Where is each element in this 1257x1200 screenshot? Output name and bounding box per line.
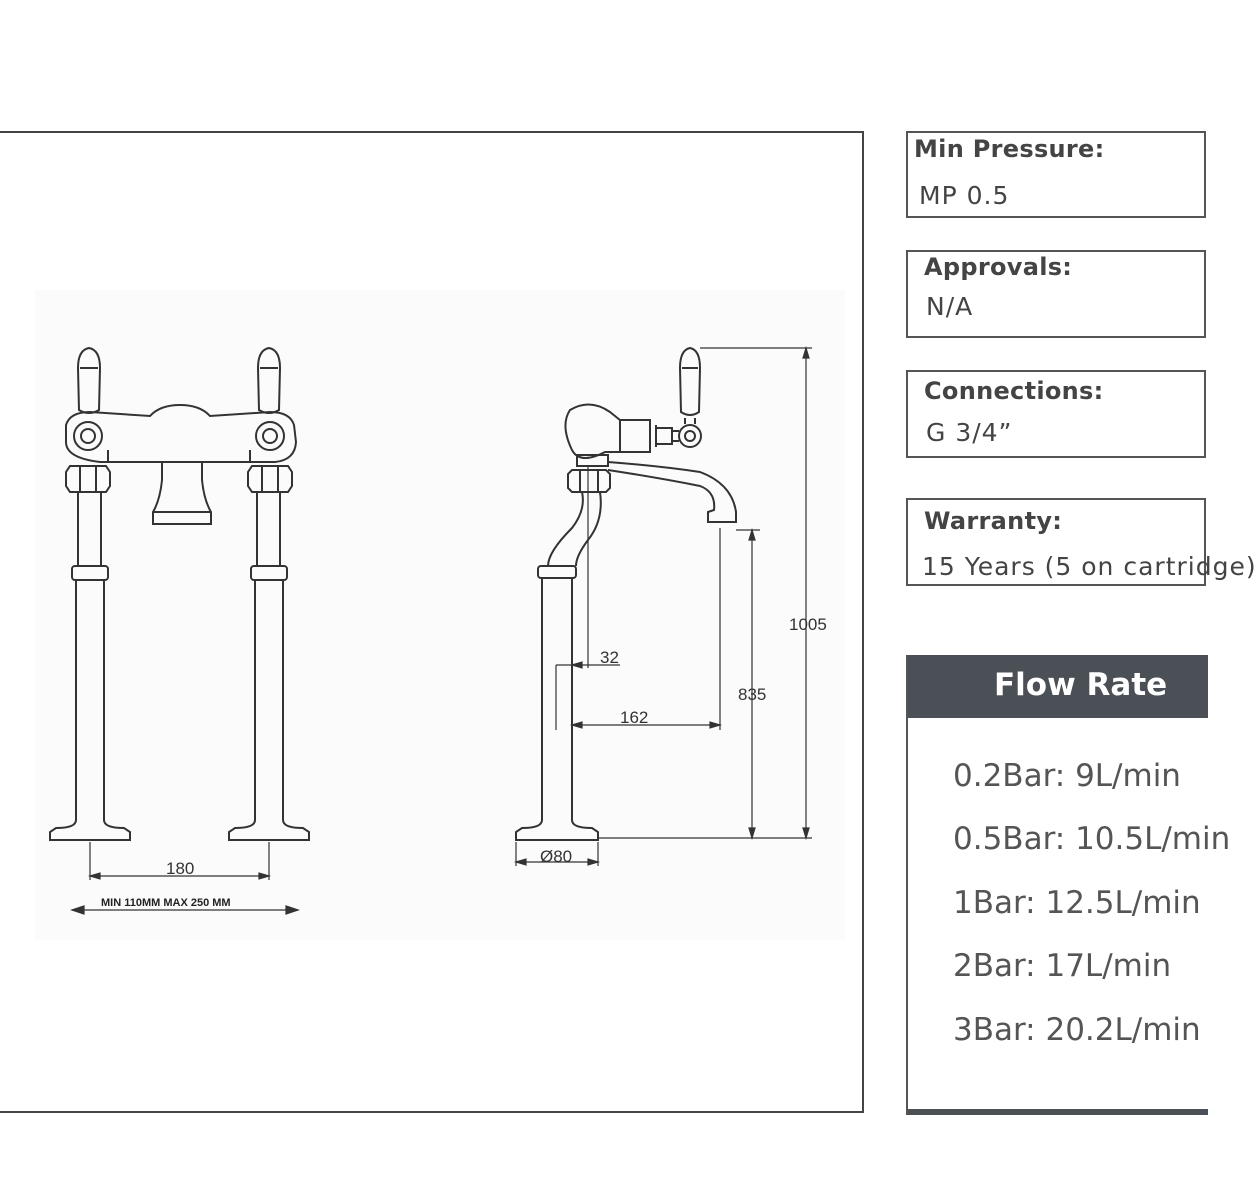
warranty-value: 15 Years (5 on cartridge) <box>922 552 1257 581</box>
approvals-box: Approvals: N/A <box>906 250 1206 338</box>
side-base <box>515 819 599 841</box>
drawing-background <box>35 290 845 940</box>
warranty-box: Warranty: 15 Years (5 on cartridge) <box>906 498 1256 586</box>
side-nut <box>567 469 611 493</box>
drawing-frame <box>0 131 864 1113</box>
flow-rate-title: Flow Rate <box>994 667 1168 703</box>
flow-rate-panel: Flow Rate 0.2Bar: 9L/min 0.5Bar: 10.5L/m… <box>906 655 1230 1115</box>
right-leg <box>254 580 284 820</box>
dim-835: 835 <box>738 685 766 704</box>
side-collar <box>537 565 577 579</box>
flow-rate-item: 0.5Bar: 10.5L/min <box>953 821 1231 857</box>
left-nut <box>65 465 111 493</box>
front-view <box>49 346 310 841</box>
min-pressure-box: Min Pressure: MP 0.5 <box>906 131 1206 218</box>
flow-rate-item: 3Bar: 20.2L/min <box>953 1012 1201 1048</box>
right-base <box>228 819 310 841</box>
side-dimensions <box>513 345 812 866</box>
warranty-label: Warranty: <box>924 507 1063 535</box>
left-leg <box>75 580 105 820</box>
left-base <box>49 819 131 841</box>
bridge-body <box>65 403 298 463</box>
flow-rate-header: Flow Rate <box>908 655 1208 718</box>
flow-rate-item: 2Bar: 17L/min <box>953 948 1172 984</box>
min-pressure-label: Min Pressure: <box>914 135 1105 163</box>
connections-value: G 3/4” <box>926 418 1013 447</box>
side-collar-top <box>576 454 609 467</box>
dim-1005: 1005 <box>789 615 827 634</box>
dim-range-note: MIN 110MM MAX 250 MM <box>101 897 231 909</box>
right-nut <box>247 465 293 493</box>
technical-drawing: 180 MIN 110MM MAX 250 MM <box>35 290 845 940</box>
left-collar <box>71 565 109 581</box>
flow-rate-item: 0.2Bar: 9L/min <box>953 758 1181 794</box>
central-spout <box>152 462 212 525</box>
approvals-value: N/A <box>926 292 974 321</box>
right-collar <box>250 565 288 581</box>
connections-label: Connections: <box>924 377 1104 405</box>
dim-32: 32 <box>600 648 619 667</box>
dim-base-diameter: Ø80 <box>540 847 572 866</box>
flow-rate-item: 1Bar: 12.5L/min <box>953 885 1201 921</box>
front-dimensions <box>70 842 300 915</box>
dim-162: 162 <box>620 708 648 727</box>
side-valve-body <box>564 403 651 459</box>
connections-box: Connections: G 3/4” <box>906 370 1206 458</box>
side-spout <box>607 461 737 523</box>
side-lever-handle <box>678 346 702 416</box>
side-lever-pivot <box>678 424 702 448</box>
min-pressure-value: MP 0.5 <box>919 181 1010 210</box>
left-valve-boss <box>73 421 103 451</box>
flow-rate-bottom-bar <box>908 1109 1208 1115</box>
right-valve-boss <box>255 421 285 451</box>
dim-180: 180 <box>166 859 194 878</box>
approvals-label: Approvals: <box>924 253 1073 281</box>
